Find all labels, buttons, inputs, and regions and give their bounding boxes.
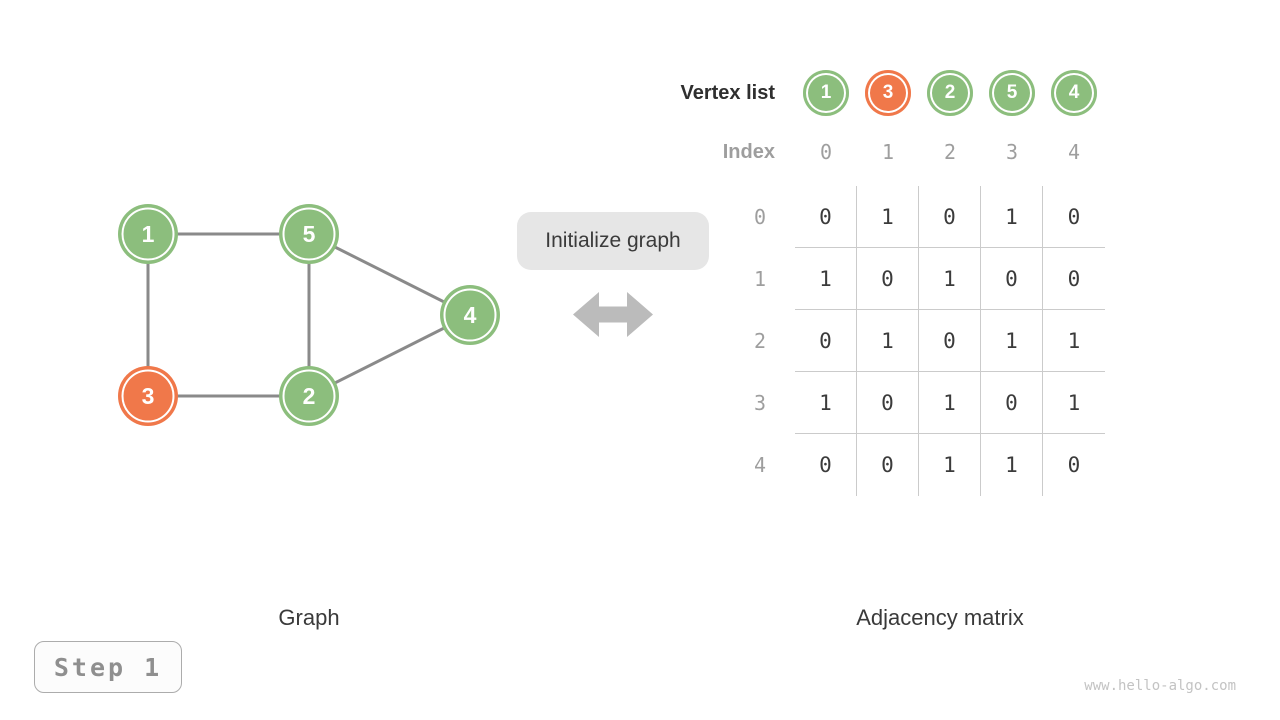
matrix-cell: 0 xyxy=(919,310,981,372)
watermark: www.hello-algo.com xyxy=(1084,678,1236,694)
matrix-cell: 1 xyxy=(919,248,981,310)
matrix-cell: 0 xyxy=(981,372,1043,434)
index-number: 1 xyxy=(881,140,895,164)
matrix-cell: 1 xyxy=(1043,310,1105,372)
matrix-cell: 1 xyxy=(1043,372,1105,434)
matrix-cell: 0 xyxy=(795,310,857,372)
graph-node-1: 1 xyxy=(118,204,178,264)
vertex-circle-1: 1 xyxy=(803,70,849,116)
matrix-cell: 1 xyxy=(919,372,981,434)
graph-node-label: 3 xyxy=(142,383,155,409)
matrix-cell: 0 xyxy=(795,186,857,248)
matrix-row-label: 0 xyxy=(753,205,767,229)
matrix-cell: 0 xyxy=(857,248,919,310)
edge-2-4 xyxy=(308,313,471,398)
matrix-row-label: 3 xyxy=(753,391,767,415)
index-label: Index xyxy=(722,141,775,163)
matrix-cell: 1 xyxy=(981,310,1043,372)
matrix-cell: 1 xyxy=(857,186,919,248)
graph-node-label: 5 xyxy=(303,221,316,247)
graph-node-label: 1 xyxy=(142,221,155,247)
matrix-row-label: 1 xyxy=(753,267,767,291)
matrix-row-label: 2 xyxy=(753,329,767,353)
matrix-cell: 0 xyxy=(1043,248,1105,310)
graph-node-label: 2 xyxy=(303,383,316,409)
vertex-circle-4: 4 xyxy=(1051,70,1097,116)
matrix-cell: 1 xyxy=(857,310,919,372)
matrix-cell: 0 xyxy=(981,248,1043,310)
matrix-cell: 0 xyxy=(1067,453,1081,477)
step-badge: Step 1 xyxy=(34,641,182,693)
index-number: 2 xyxy=(943,140,957,164)
graph-diagram: 1 5 4 3 2 xyxy=(118,204,500,426)
matrix-cell: 0 xyxy=(1043,186,1105,248)
matrix-cell: 1 xyxy=(981,186,1043,248)
graph-node-4: 4 xyxy=(440,285,500,345)
index-number: 3 xyxy=(1005,140,1019,164)
matrix-cell: 0 xyxy=(795,434,857,496)
vertex-circle-5: 5 xyxy=(989,70,1035,116)
left-right-arrow-icon xyxy=(573,292,653,337)
matrix-cell: 0 xyxy=(857,434,919,496)
edge-5-4 xyxy=(308,232,471,317)
initialize-graph-label: Initialize graph xyxy=(517,212,709,270)
index-number: 0 xyxy=(819,140,833,164)
graph-node-5: 5 xyxy=(279,204,339,264)
vertex-circle-3: 3 xyxy=(865,70,911,116)
vertex-list-label: Vertex list xyxy=(680,82,775,104)
index-row: 0 1 2 3 4 xyxy=(803,140,1113,164)
graph-caption: Graph xyxy=(278,605,340,630)
matrix-cell: 0 xyxy=(857,372,919,434)
matrix-cell: 1 xyxy=(981,434,1043,496)
graph-node-3: 3 xyxy=(118,366,178,426)
matrix-cell: 0 xyxy=(919,186,981,248)
matrix-row-label: 4 xyxy=(753,453,767,477)
index-number: 4 xyxy=(1067,140,1081,164)
matrix-cell: 1 xyxy=(795,248,857,310)
graph-node-label: 4 xyxy=(464,302,477,328)
graph-node-2: 2 xyxy=(279,366,339,426)
vertex-circle-2: 2 xyxy=(927,70,973,116)
matrix-cell: 1 xyxy=(795,372,857,434)
matrix-caption: Adjacency matrix xyxy=(856,605,1024,630)
matrix-cell: 1 xyxy=(919,434,981,496)
